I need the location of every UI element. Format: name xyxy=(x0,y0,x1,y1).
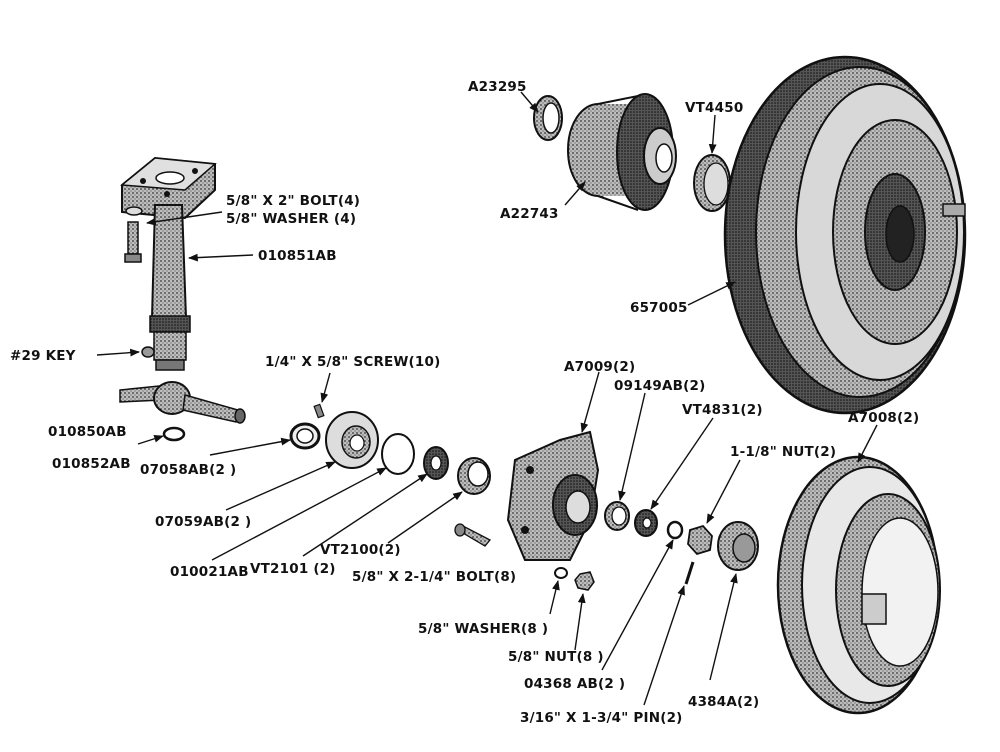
hub-cap-vt4450-drawing xyxy=(693,154,731,212)
snap-ring-drawing xyxy=(162,426,186,442)
label-a7009: A7009(2) xyxy=(564,359,635,375)
cup-09149-drawing xyxy=(604,501,630,531)
label-a22743: A22743 xyxy=(500,206,559,222)
axle-arm-drawing xyxy=(119,381,246,424)
label-07059ab: 07059AB(2 ) xyxy=(155,514,251,530)
hub-cap-4384a-drawing xyxy=(717,521,759,571)
label-vt4450: VT4450 xyxy=(685,100,743,116)
small-nut-drawing xyxy=(574,571,595,591)
gasket-drawing xyxy=(381,433,415,475)
cup-bearing-drawing xyxy=(457,457,491,495)
leader-lines xyxy=(96,91,878,706)
washer-04368-drawing xyxy=(666,520,684,540)
label-07058ab: 07058AB(2 ) xyxy=(140,462,236,478)
label-nut-5-8-8: 5/8" NUT(8 ) xyxy=(508,649,604,665)
label-vt2100: VT2100(2) xyxy=(320,542,401,558)
rear-wheel-drawing xyxy=(723,55,967,415)
seal-ring-inner xyxy=(296,428,314,444)
label-010021ab: 010021AB xyxy=(170,564,249,580)
spindle-drawing xyxy=(120,156,217,371)
label-washer-5-8-4: 5/8" WASHER (4) xyxy=(226,211,356,227)
cone-bearing-drawing xyxy=(423,446,449,480)
cone-vt4831-drawing xyxy=(634,509,658,537)
label-vt4831: VT4831(2) xyxy=(682,402,763,418)
label-pin: 3/16" X 1-3/4" PIN(2) xyxy=(520,710,683,726)
label-010850ab: 010850AB xyxy=(48,424,127,440)
label-010851ab: 010851AB xyxy=(258,248,337,264)
front-wheel-drawing xyxy=(776,455,941,715)
label-a7008: A7008(2) xyxy=(848,410,919,426)
label-vt2101: VT2101 (2) xyxy=(250,561,336,577)
key-drawing xyxy=(141,346,155,358)
hub-bolt-drawing xyxy=(454,523,492,547)
label-4384a: 4384A(2) xyxy=(688,694,759,710)
label-bolt-5-8-2-1-4: 5/8" X 2-1/4" BOLT(8) xyxy=(352,569,516,585)
pin-drawing xyxy=(684,561,695,585)
rear-seal-drawing xyxy=(533,95,563,141)
bolt-washer-drawing xyxy=(124,206,143,263)
front-hub-drawing xyxy=(506,430,600,561)
label-04368ab: 04368 AB(2 ) xyxy=(524,676,625,692)
label-010852ab: 010852AB xyxy=(52,456,131,472)
label-washer-5-8-8: 5/8" WASHER(8 ) xyxy=(418,621,548,637)
rear-hub-drawing xyxy=(567,93,677,211)
label-09149ab: 09149AB(2) xyxy=(614,378,705,394)
part-labels: A23295 A22743 VT4450 657005 5/8" X 2" BO… xyxy=(10,79,919,726)
label-key: #29 KEY xyxy=(10,348,76,364)
label-bolt-5-8-2: 5/8" X 2" BOLT(4) xyxy=(226,193,360,209)
label-657005: 657005 xyxy=(630,300,688,316)
label-screw: 1/4" X 5/8" SCREW(10) xyxy=(265,354,440,370)
screw-drawing xyxy=(313,403,325,419)
retainer-plate-drawing xyxy=(325,411,379,469)
big-nut-drawing xyxy=(687,524,713,556)
label-nut-1-1-8: 1-1/8" NUT(2) xyxy=(730,444,836,460)
label-a23295: A23295 xyxy=(468,79,527,95)
small-washer-drawing xyxy=(554,567,568,579)
